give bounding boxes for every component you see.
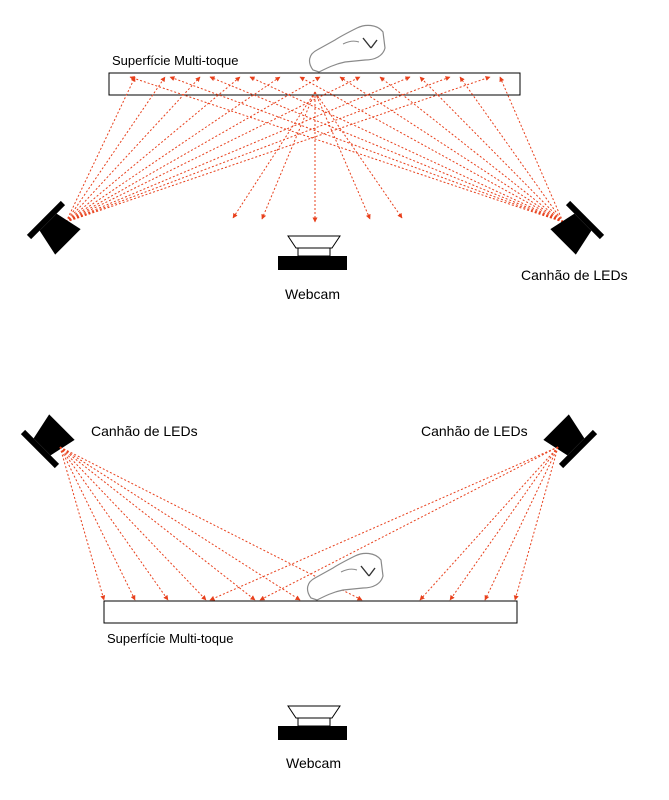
light-ray	[249, 76, 564, 223]
light-ray	[59, 446, 363, 601]
bottom-left-led-cannon-icon	[20, 414, 75, 469]
top-left-led-cannon-icon	[26, 200, 81, 255]
bottom-webcam-label: Webcam	[286, 755, 341, 771]
bottom-ray-group	[59, 446, 559, 601]
bottom-finger-touch-icon	[306, 552, 384, 601]
light-ray	[419, 76, 564, 223]
light-ray	[65, 76, 411, 223]
bottom-left-led-label: Canhão de LEDs	[91, 423, 198, 439]
light-ray	[259, 446, 559, 601]
bottom-right-led-label: Canhão de LEDs	[421, 423, 528, 439]
light-ray	[59, 446, 301, 601]
light-ray	[299, 76, 564, 223]
bottom-diagram: Canhão de LEDs Canhão de LEDs Superfície…	[20, 414, 598, 771]
light-ray	[449, 446, 559, 601]
light-ray	[65, 76, 136, 223]
light-ray	[484, 446, 559, 601]
top-ray-group	[65, 76, 564, 223]
top-led-label: Canhão de LEDs	[521, 267, 628, 283]
top-multitouch-surface	[108, 72, 521, 96]
top-diagram: Superfície Multi-toque Canhão de LEDs We…	[26, 24, 628, 302]
reflected-ray	[314, 91, 371, 220]
light-ray	[379, 76, 564, 223]
top-webcam-label: Webcam	[285, 286, 340, 302]
light-ray	[59, 446, 106, 601]
reflected-ray	[232, 91, 316, 219]
bottom-webcam-icon	[278, 705, 347, 740]
top-surface-label: Superfície Multi-toque	[112, 53, 238, 68]
bottom-right-led-cannon-icon	[543, 414, 598, 469]
light-ray	[65, 76, 321, 223]
light-ray	[129, 76, 564, 223]
light-ray	[339, 76, 564, 223]
top-right-led-cannon-icon	[550, 200, 605, 255]
light-ray	[65, 76, 201, 223]
light-ray	[65, 76, 281, 223]
reflected-ray	[261, 91, 316, 220]
light-ray	[419, 446, 559, 601]
light-ray	[513, 446, 559, 601]
finger-touch-icon	[308, 24, 386, 73]
light-ray	[59, 446, 207, 601]
light-ray	[169, 76, 564, 223]
light-ray	[65, 76, 361, 223]
light-ray	[65, 76, 166, 223]
bottom-multitouch-surface	[103, 600, 518, 624]
light-ray	[59, 446, 169, 601]
bottom-surface-label: Superfície Multi-toque	[107, 631, 233, 646]
light-ray	[65, 76, 451, 223]
light-ray	[209, 76, 564, 223]
light-ray	[65, 76, 241, 223]
light-ray	[209, 446, 559, 601]
top-webcam-icon	[278, 235, 347, 270]
reflected-ray	[314, 91, 403, 219]
light-ray	[459, 76, 564, 223]
light-ray	[59, 446, 136, 601]
light-ray	[59, 446, 256, 601]
